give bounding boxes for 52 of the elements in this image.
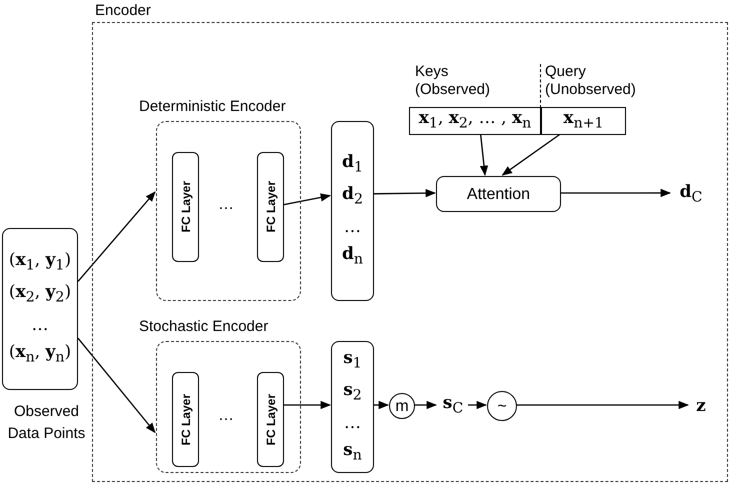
arrow bbox=[78, 338, 156, 434]
arrow bbox=[468, 400, 488, 410]
heading: Stochastic Encoder bbox=[139, 318, 268, 336]
arrow bbox=[414, 400, 438, 410]
math-text: s$_{n}$ bbox=[343, 440, 362, 466]
heading: Keys (Observed) bbox=[415, 63, 492, 99]
math-text: x$_{n+1}$ bbox=[563, 108, 604, 134]
math-text: … bbox=[32, 314, 48, 336]
math-text: … bbox=[344, 412, 361, 434]
heading: Query (Unobserved) bbox=[545, 63, 635, 99]
math-text: d$_{2}$ bbox=[342, 184, 363, 210]
math-text: (x$_{n}$, y$_{n}$) bbox=[8, 342, 72, 368]
math-text: s$_{2}$ bbox=[343, 380, 362, 406]
node-label: ~ bbox=[497, 396, 507, 416]
math-text: x$_{1}$, x$_{2}$, … , x$_{n}$ bbox=[418, 108, 532, 134]
math-text: s$_{1}$ bbox=[343, 348, 362, 374]
arrow bbox=[480, 134, 488, 176]
math-text: s$_{C}$ bbox=[442, 392, 464, 418]
arrow bbox=[560, 188, 672, 198]
math-text: d$_{1}$ bbox=[342, 152, 363, 178]
vector-box bbox=[331, 341, 374, 473]
ellipsis: … bbox=[218, 196, 234, 214]
math-text: (x$_{1}$, y$_{1}$) bbox=[8, 250, 72, 276]
node-label: Observed Data Points bbox=[6, 402, 86, 444]
node-label: m bbox=[395, 396, 409, 416]
sampling-circle bbox=[487, 391, 517, 421]
layer-label: FC Layer bbox=[264, 394, 278, 446]
node-label: Attention bbox=[466, 184, 530, 204]
arrow bbox=[373, 188, 436, 198]
arrow bbox=[516, 400, 690, 410]
math-text: … bbox=[344, 216, 361, 238]
attention-box bbox=[436, 176, 561, 212]
vector-box bbox=[331, 121, 374, 301]
layer-box bbox=[257, 372, 284, 467]
layer-label: FC Layer bbox=[264, 181, 278, 233]
mean-circle bbox=[389, 393, 415, 419]
heading: Deterministic Encoder bbox=[139, 98, 286, 116]
heading: Encoder bbox=[95, 2, 151, 20]
arrow bbox=[502, 133, 561, 176]
math-text: (x$_{2}$, y$_{2}$) bbox=[8, 282, 72, 308]
layer-box bbox=[172, 372, 199, 467]
math-text: z bbox=[696, 396, 706, 416]
arrow bbox=[373, 400, 390, 410]
arrow bbox=[282, 193, 332, 206]
math-text: d$_{C}$ bbox=[680, 182, 702, 208]
arrow bbox=[282, 400, 332, 410]
math-text: d$_{n}$ bbox=[342, 244, 363, 270]
layer-box bbox=[257, 152, 284, 262]
ellipsis: … bbox=[218, 407, 234, 425]
layer-label: FC Layer bbox=[178, 181, 192, 233]
layer-label: FC Layer bbox=[178, 394, 192, 446]
layer-box bbox=[172, 152, 199, 262]
